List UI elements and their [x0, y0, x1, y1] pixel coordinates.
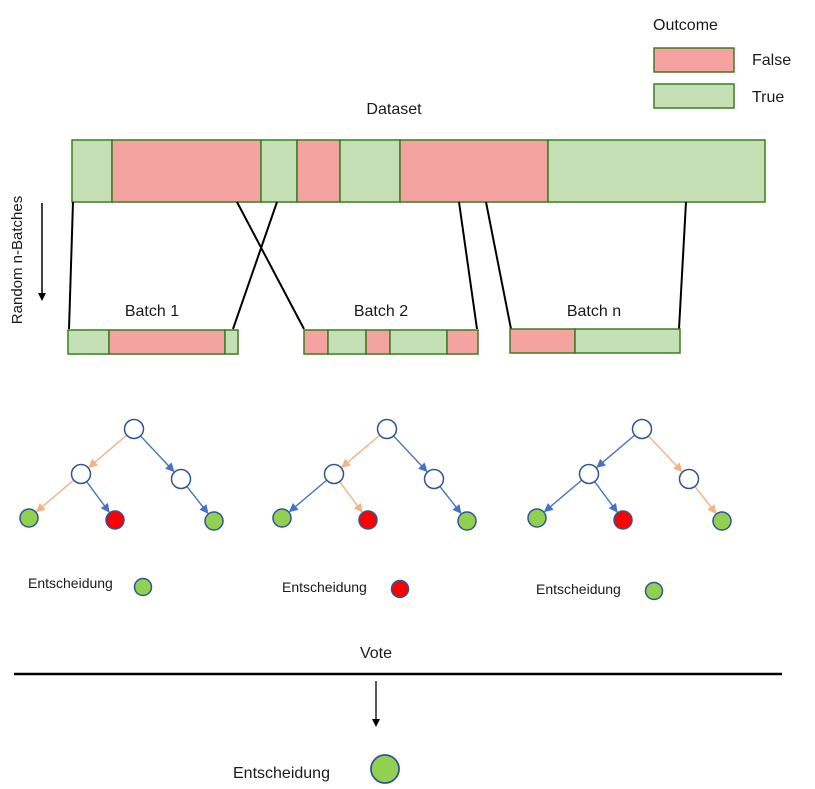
batch-2-label: Batch 2 — [354, 303, 408, 320]
legend-title: Outcome — [653, 17, 718, 34]
dataset-segment-true — [339, 139, 401, 203]
dataset-segment-true — [547, 139, 766, 203]
tree-leaf-false — [358, 510, 378, 530]
tree-edge — [288, 479, 328, 513]
tree-leaf-true — [272, 508, 292, 528]
tree-edge — [439, 486, 462, 514]
batch-1-label: Batch 1 — [125, 303, 179, 320]
batch-3-segment-true — [574, 328, 681, 354]
tree-edge — [339, 481, 363, 513]
tree-edge — [596, 434, 636, 468]
final-decision-label: Entscheidung — [233, 765, 330, 782]
legend-swatch-true — [653, 83, 735, 109]
tree-node — [578, 463, 600, 485]
tree-1-decision-label: Entscheidung — [28, 575, 113, 591]
tree-n-decision-label: Entscheidung — [536, 581, 621, 597]
batch-2-segment-true — [327, 329, 367, 355]
batch-n-bar — [509, 328, 681, 354]
batch-2-bar — [303, 329, 479, 355]
batch-1-bar — [67, 329, 239, 355]
mapping-line — [678, 201, 687, 330]
tree-node — [376, 418, 398, 440]
tree-edge — [543, 479, 583, 513]
dataset-segment-true — [260, 139, 298, 203]
decision-tree-n — [527, 418, 732, 531]
side-label: Random n-Batches — [9, 196, 26, 324]
mapping-line — [485, 201, 512, 330]
tree-edge — [139, 435, 175, 473]
tree-edge — [647, 435, 683, 473]
final-decision-circle — [370, 754, 400, 784]
tree-edge — [341, 434, 381, 468]
tree-leaf-true — [204, 511, 224, 531]
tree-2-decision-label: Entscheidung — [282, 579, 367, 595]
dataset-bar — [71, 139, 766, 203]
legend-label-true: True — [752, 89, 784, 106]
tree-node — [678, 468, 700, 490]
batch-1-segment-true — [224, 329, 239, 355]
batch-2-segment-false — [446, 329, 479, 355]
tree-leaf-true — [19, 508, 39, 528]
tree-node — [70, 463, 92, 485]
batch-1-segment-true — [67, 329, 110, 355]
tree-node — [423, 468, 445, 490]
tree-leaf-false — [613, 510, 633, 530]
tree-edge — [392, 435, 428, 473]
legend-label-false: False — [752, 52, 791, 69]
tree-node — [323, 463, 345, 485]
mapping-line — [232, 201, 278, 330]
tree-edge — [86, 481, 110, 513]
batch-1-segment-false — [108, 329, 226, 355]
tree-1-decision-circle — [133, 577, 153, 597]
tree-n-decision-circle — [644, 581, 664, 601]
dataset-segment-true — [71, 139, 113, 203]
tree-leaf-true — [712, 511, 732, 531]
decision-tree-2 — [272, 418, 477, 531]
dataset-label: Dataset — [366, 101, 422, 118]
tree-2-decision-circle — [390, 579, 410, 599]
dataset-segment-false — [399, 139, 549, 203]
batch-2-segment-false — [365, 329, 391, 355]
legend-swatch-false — [653, 47, 735, 73]
tree-edge — [694, 486, 717, 514]
tree-edge — [186, 486, 209, 514]
dataset-segment-false — [111, 139, 262, 203]
tree-leaf-false — [105, 510, 125, 530]
mapping-line — [458, 201, 478, 330]
tree-edge — [594, 481, 618, 513]
tree-node — [170, 468, 192, 490]
tree-edge — [35, 479, 75, 513]
batch-n-label: Batch n — [567, 303, 621, 320]
tree-edge — [88, 434, 128, 468]
tree-leaf-true — [527, 508, 547, 528]
dataset-segment-false — [296, 139, 341, 203]
legend: Outcome False True — [653, 17, 791, 109]
mapping-line — [68, 201, 74, 330]
tree-leaf-true — [457, 511, 477, 531]
batch-mapping-lines — [68, 201, 687, 330]
batch-2-segment-true — [389, 329, 448, 355]
tree-node — [123, 418, 145, 440]
mapping-line — [236, 201, 305, 330]
batch-3-segment-false — [509, 328, 576, 354]
batch-2-segment-false — [303, 329, 329, 355]
vote-label: Vote — [360, 645, 392, 662]
tree-node — [631, 418, 653, 440]
decision-tree-1 — [19, 418, 224, 531]
